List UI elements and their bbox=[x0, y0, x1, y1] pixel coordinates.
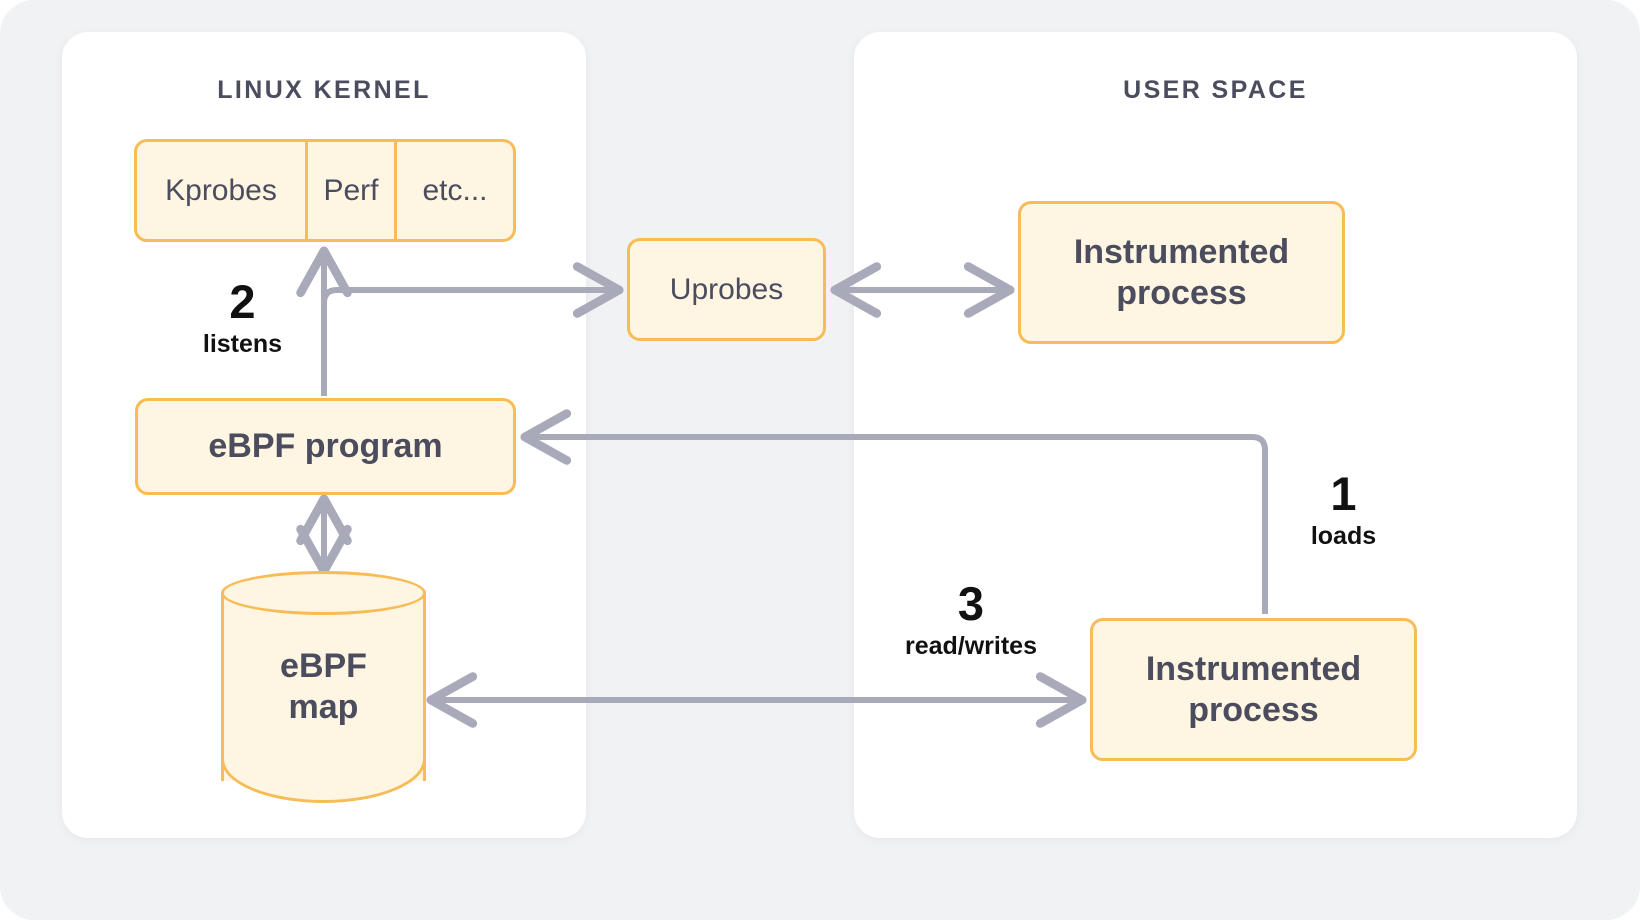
step-3-text: read/writes bbox=[904, 632, 1037, 660]
step-2-text: listens bbox=[202, 330, 283, 358]
node-uprobes[interactable]: Uprobes bbox=[627, 238, 826, 341]
node-proc-bottom-line2: process bbox=[1188, 690, 1319, 729]
node-instrumented-process-top[interactable]: Instrumented process bbox=[1018, 201, 1345, 344]
node-ebpf-map[interactable]: eBPF map bbox=[221, 571, 426, 803]
node-proc-top-line1: Instrumented bbox=[1073, 233, 1290, 272]
cylinder-body bbox=[221, 593, 426, 781]
probe-cell-kprobes[interactable]: Kprobes bbox=[137, 142, 308, 239]
probe-cell-etc[interactable]: etc... bbox=[422, 173, 488, 207]
step-label-3-readwrites: 3 read/writes bbox=[884, 580, 1058, 661]
node-ebpf-program-label: eBPF program bbox=[208, 427, 443, 466]
cylinder-top bbox=[221, 571, 426, 615]
node-ebpf-map-label: eBPF map bbox=[221, 571, 426, 803]
panel-title-user-space: USER SPACE bbox=[1123, 76, 1308, 104]
node-proc-top-line2: process bbox=[1116, 273, 1247, 312]
node-ebpf-map-line1: eBPF bbox=[280, 647, 367, 686]
step-1-text: loads bbox=[1310, 522, 1377, 550]
node-ebpf-program[interactable]: eBPF program bbox=[135, 398, 516, 495]
probe-sources-group: Kprobes Perf etc... bbox=[134, 139, 516, 242]
step-3-number: 3 bbox=[957, 577, 985, 630]
probe-cell-perf[interactable]: Perf bbox=[308, 142, 397, 239]
node-ebpf-map-line2: map bbox=[288, 688, 359, 726]
panel-title-linux-kernel: LINUX KERNEL bbox=[217, 76, 431, 104]
step-label-1-loads: 1 loads bbox=[1276, 470, 1411, 551]
node-uprobes-label: Uprobes bbox=[669, 272, 784, 306]
step-2-number: 2 bbox=[229, 275, 256, 328]
node-proc-bottom-line1: Instrumented bbox=[1145, 650, 1362, 689]
step-label-2-listens: 2 listens bbox=[190, 278, 295, 359]
node-instrumented-process-bottom[interactable]: Instrumented process bbox=[1090, 618, 1417, 761]
step-1-number: 1 bbox=[1330, 467, 1357, 520]
